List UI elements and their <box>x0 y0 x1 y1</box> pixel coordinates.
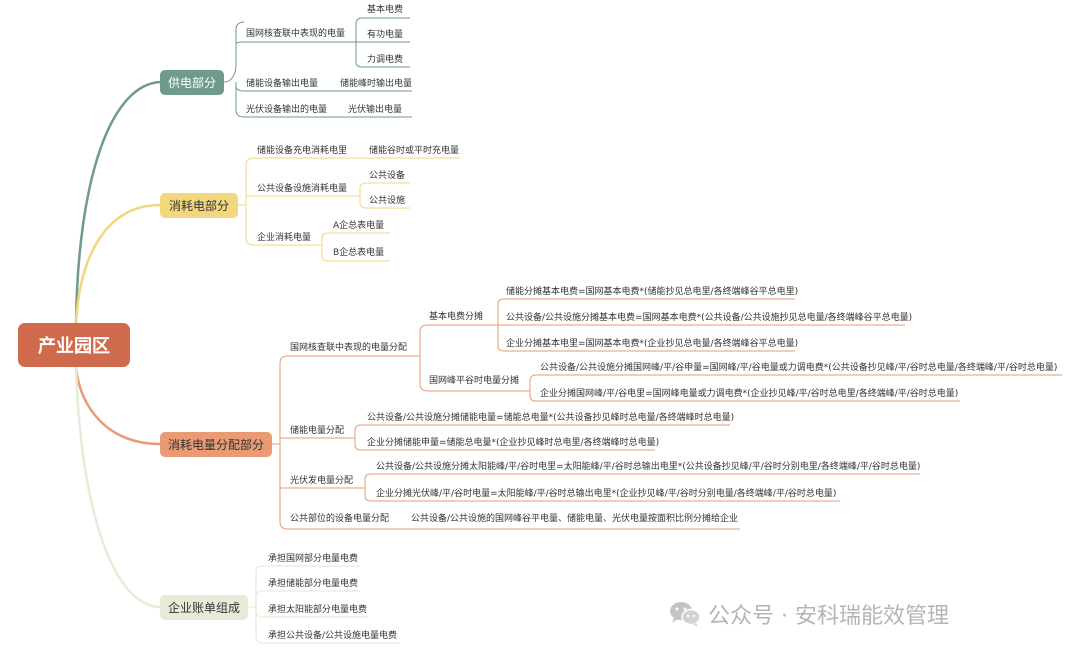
consume-public-item[interactable]: 公共设备 <box>369 171 406 181</box>
supply-pv-item[interactable]: 光伏输出电量 <box>348 105 403 115</box>
dist-basic-item[interactable]: 储能分摊基本电费=国网基本电费*(储能抄见总电里/各终端峰谷平总电里) <box>506 287 799 297</box>
branch-billing[interactable]: 企业账单组成 <box>160 595 248 620</box>
supply-storage-item[interactable]: 储能峰时输出电量 <box>340 79 413 89</box>
supply-grid-item[interactable]: 力调电费 <box>367 55 404 65</box>
dist-basic-item[interactable]: 公共设备/公共设施分摊基本电费=国网基本电费*(公共设备/公共设施抄见总电量/各… <box>506 313 913 323</box>
supply-grid-item[interactable]: 有功电量 <box>367 30 404 40</box>
wechat-icon <box>670 602 701 627</box>
dist-basic-item[interactable]: 企业分摊基本电里=国网基本电费*(企业抄见总电量/各终端峰谷平总电量) <box>506 339 799 349</box>
dist-pv-item[interactable]: 公共设备/公共设施分摊太阳能峰/平/谷时电里=太阳能峰/平/谷时总输出电里*(公… <box>376 462 921 472</box>
dist-storage-item[interactable]: 企业分摊储能申量=储能总电量*(企业抄见峰时总电里/各终端峰时总电量) <box>367 438 660 448</box>
dist-storage-item[interactable]: 公共设备/公共设施分摊储能电量=储能总电量*(公共设备抄见峰时总电量/各终端峰时… <box>367 413 735 423</box>
billing-item[interactable]: 承担国网部分电量电费 <box>268 554 359 564</box>
consume-public-item[interactable]: 公共设施 <box>369 196 406 206</box>
root-node[interactable]: 产业园区 <box>18 323 130 367</box>
dist-pv-item[interactable]: 企业分摊光伏峰/平/谷时电量=太阳能峰/平/谷时总输出电里*(企业抄见峰/平/谷… <box>376 489 837 499</box>
consume-public-node[interactable]: 公共设备设施消耗电量 <box>257 184 348 194</box>
dist-public-node[interactable]: 公共部位的设备电量分配 <box>290 514 390 524</box>
dist-basic-node[interactable]: 基本电费分摊 <box>429 312 484 322</box>
consume-storage-item[interactable]: 储能谷时或平时充电量 <box>369 146 460 156</box>
consume-enterprise-item[interactable]: B企总表电量 <box>333 248 385 258</box>
dist-grid-node[interactable]: 国网核查联中表现的电量分配 <box>290 343 408 353</box>
consume-enterprise-node[interactable]: 企业消耗电量 <box>257 233 312 243</box>
supply-grid-node[interactable]: 国网核查联中表现的电量 <box>246 29 346 39</box>
watermark: 公众号 · 安科瑞能效管理 <box>668 598 949 630</box>
branch-supply[interactable]: 供电部分 <box>160 70 224 95</box>
branch-distribution[interactable]: 消耗电量分配部分 <box>160 432 272 457</box>
supply-grid-item[interactable]: 基本电费 <box>367 5 404 15</box>
consume-storage-node[interactable]: 储能设备充电消耗电里 <box>257 146 348 156</box>
dist-peak-item[interactable]: 公共设备/公共设施分摊国网峰/平/谷申量=国网峰/平/谷电量或力调电费*(公共设… <box>540 363 1058 373</box>
dist-pv-node[interactable]: 光伏发电量分配 <box>290 476 354 486</box>
dist-peak-node[interactable]: 国网峰平谷时电量分摊 <box>429 376 520 386</box>
dist-public-item[interactable]: 公共设备/公共设施的国网峰谷平电量、储能电量、光伏电量按面积比例分摊给企业 <box>411 514 739 524</box>
supply-storage-node[interactable]: 储能设备输出电量 <box>246 79 319 89</box>
dist-storage-node[interactable]: 储能电量分配 <box>290 426 345 436</box>
billing-item[interactable]: 承担太阳能部分电量电费 <box>268 605 368 615</box>
billing-item[interactable]: 承担公共设备/公共设施电量电费 <box>268 631 398 641</box>
dist-peak-item[interactable]: 企业分摊国网峰/平/谷电里=国网峰电量或力调电费*(企业抄见峰/平/谷时总电里/… <box>540 389 959 399</box>
branch-consume[interactable]: 消耗电部分 <box>160 193 238 218</box>
watermark-text: 公众号 · 安科瑞能效管理 <box>708 604 949 629</box>
billing-item[interactable]: 承担储能部分电量电费 <box>268 579 359 589</box>
consume-enterprise-item[interactable]: A企总表电量 <box>333 221 385 231</box>
supply-pv-node[interactable]: 光伏设备输出的电量 <box>246 105 328 115</box>
